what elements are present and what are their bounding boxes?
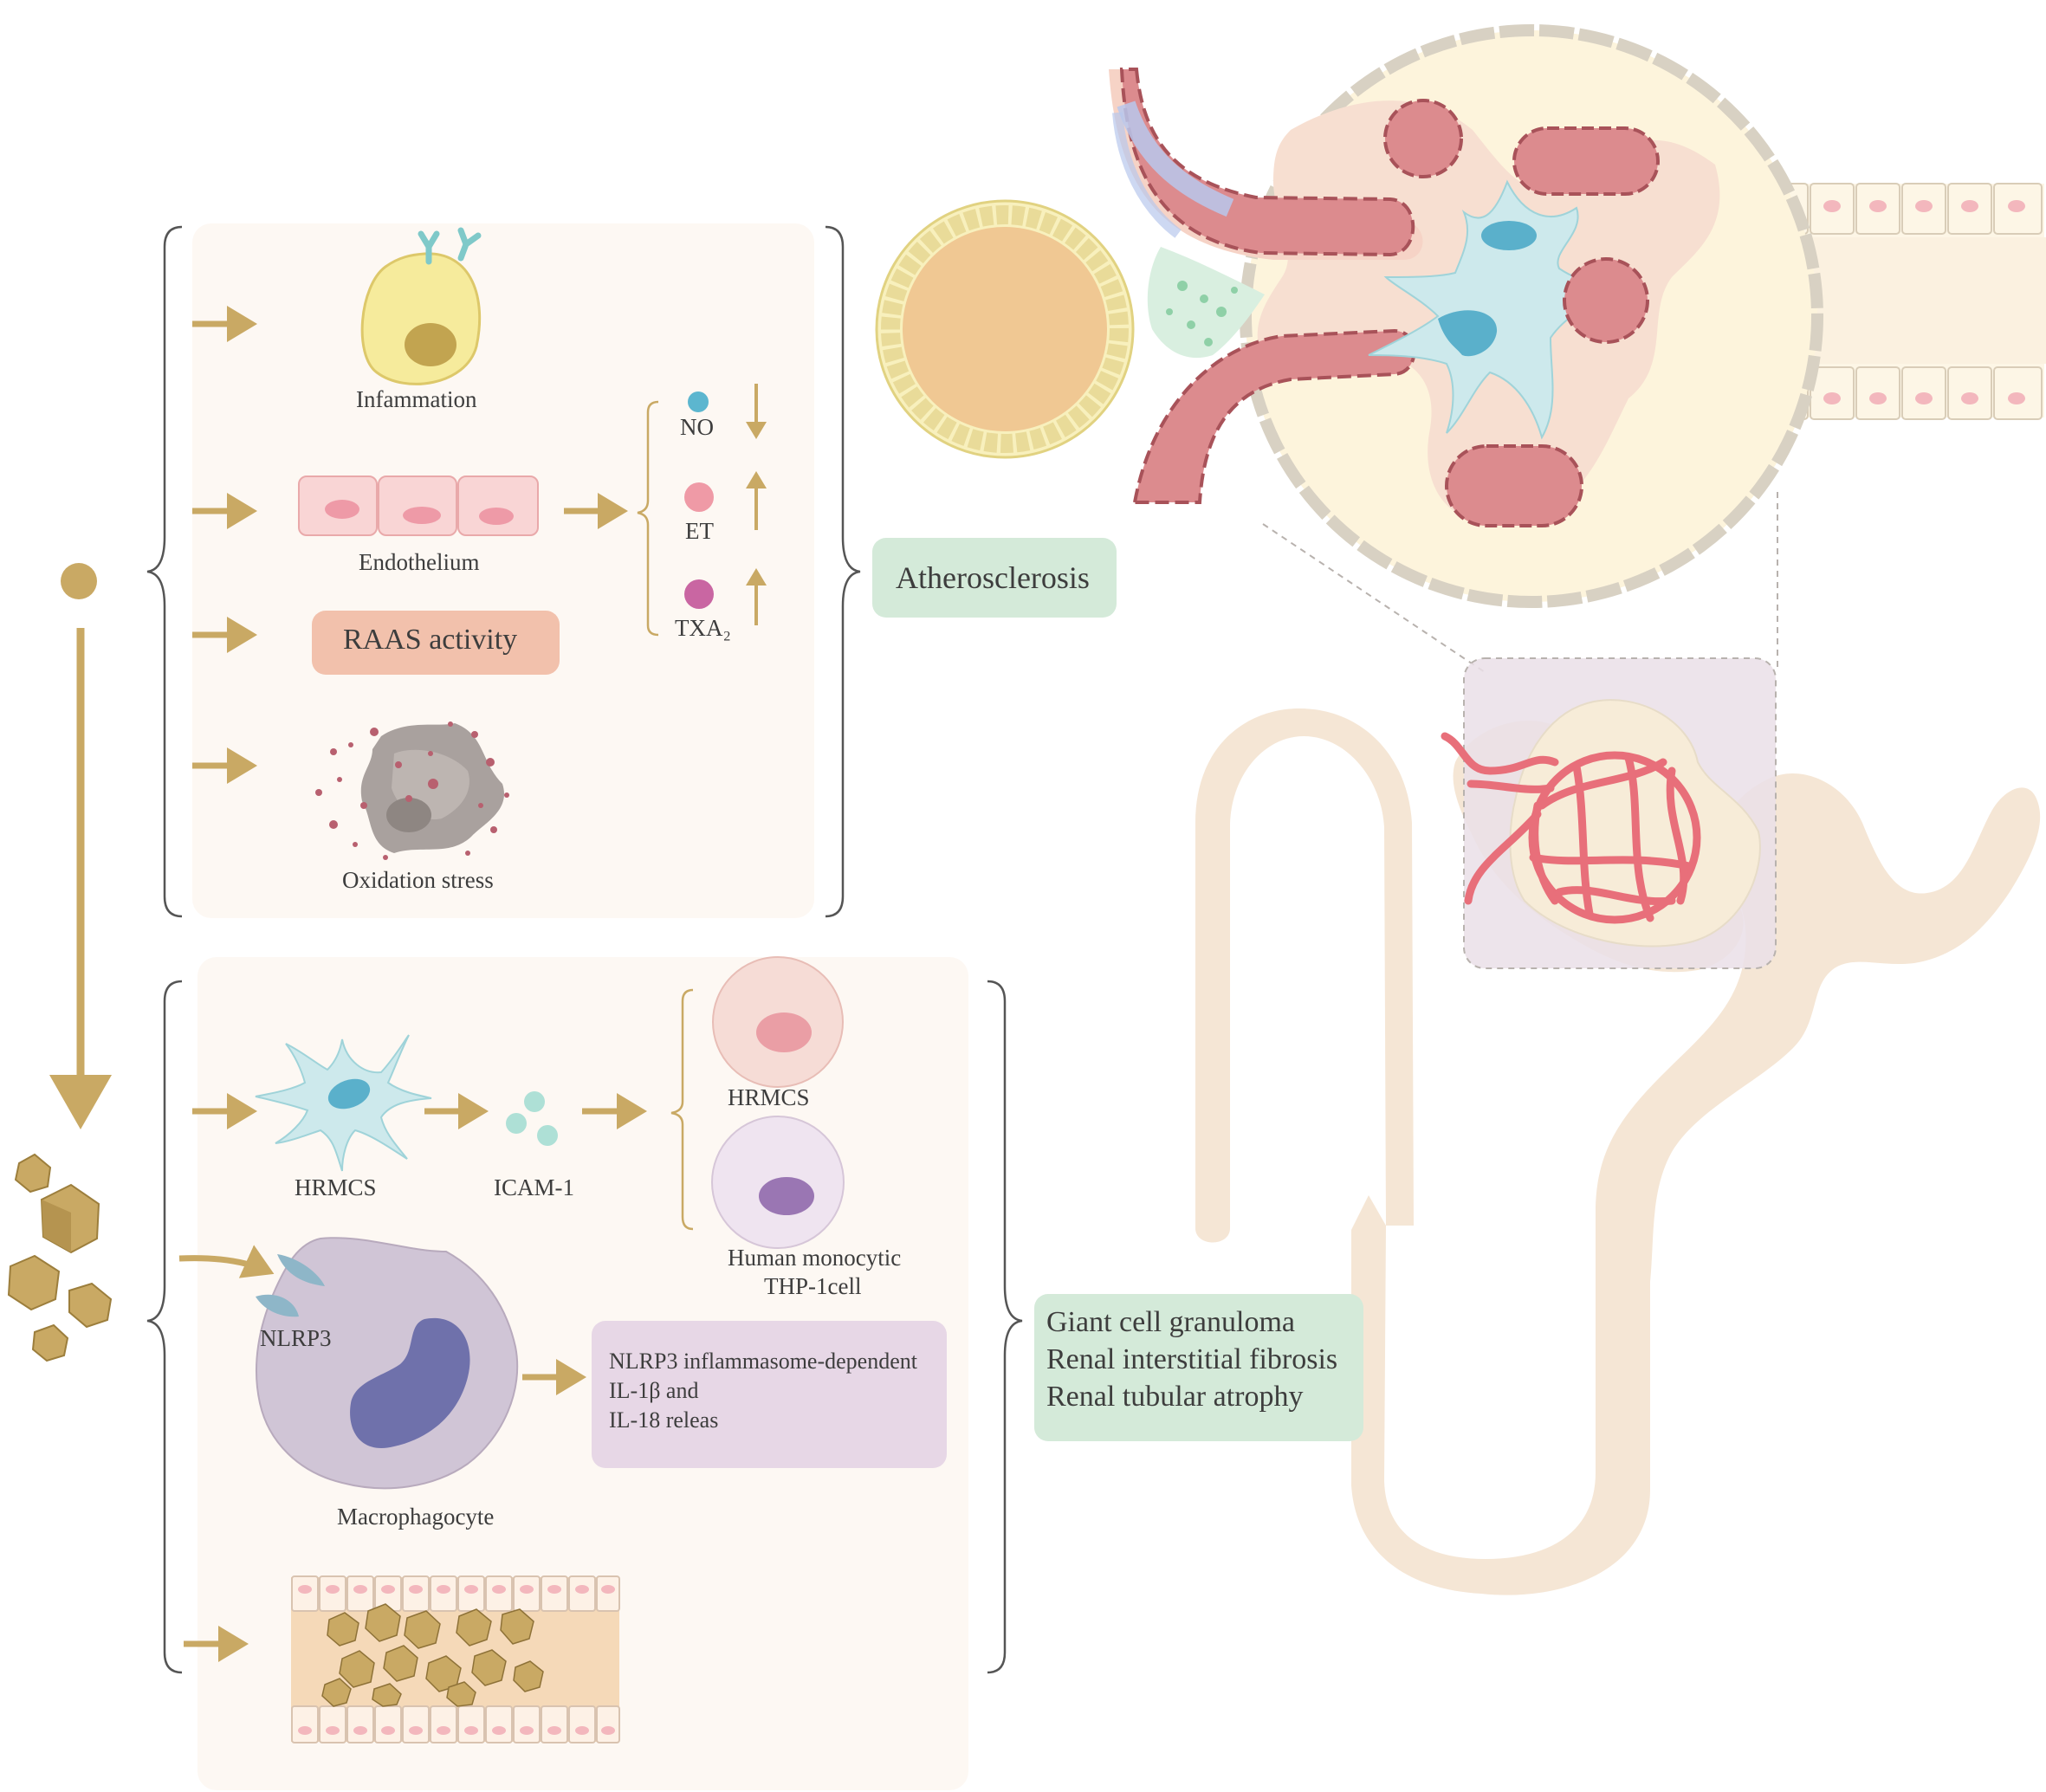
brace-right-bottom	[987, 980, 1023, 1674]
tubule-crystals	[291, 1575, 620, 1743]
endothelium-cells	[298, 475, 539, 536]
label-hrmcs-round: HRMCS	[728, 1084, 810, 1110]
label-macrophage: Macrophagocyte	[337, 1504, 495, 1530]
txa2-dot	[684, 579, 714, 609]
label-et: ET	[685, 518, 714, 544]
label-release-3: IL-18 releas	[609, 1407, 719, 1433]
brace-right-top	[825, 225, 861, 918]
brace-left-top	[146, 225, 183, 918]
label-no: NO	[680, 414, 714, 440]
raas-box	[312, 611, 560, 675]
label-atherosclerosis: Atherosclerosis	[896, 560, 1090, 595]
mechanism-panel-top	[192, 223, 814, 918]
label-release-2: IL-1β and	[609, 1378, 699, 1403]
monocytic-cell	[711, 1116, 845, 1249]
icam-dot-2	[506, 1113, 527, 1134]
particle-source	[61, 563, 97, 599]
release-box	[592, 1321, 947, 1468]
hrmcs-round-cell	[712, 956, 844, 1088]
brace-left-bottom	[146, 980, 183, 1674]
mediator-bracket	[637, 400, 659, 637]
label-icam: ICAM-1	[494, 1174, 574, 1200]
icam-dot-1	[524, 1091, 545, 1112]
glomerulus-detail	[875, 24, 2046, 673]
label-nlrp3: NLRP3	[260, 1325, 332, 1351]
mesangial-cell	[255, 1034, 432, 1172]
crystal-cluster	[7, 1153, 113, 1362]
label-hrmcs-mesangial: HRMCS	[295, 1174, 377, 1200]
inflammation-cell	[360, 227, 482, 385]
target-bracket	[670, 988, 694, 1231]
label-outcome-2: Renal interstitial fibrosis	[1046, 1343, 1338, 1375]
no-dot	[688, 391, 709, 412]
outcome-box-bottom	[1034, 1294, 1363, 1441]
label-outcome-3: Renal tubular atrophy	[1046, 1381, 1304, 1413]
label-release-1: NLRP3 inflammasome-dependent	[609, 1349, 917, 1374]
label-outcome-1: Giant cell granuloma	[1046, 1306, 1296, 1338]
label-monocytic-1: Human monocytic	[728, 1245, 902, 1271]
macrophage-cell	[256, 1237, 519, 1490]
label-endothelium: Endothelium	[359, 549, 480, 575]
outcome-box-top	[872, 538, 1117, 618]
et-dot	[684, 482, 714, 512]
icam-dot-3	[537, 1125, 558, 1146]
label-raas: RAAS activity	[343, 624, 518, 656]
label-monocytic-2: THP-1cell	[764, 1273, 862, 1299]
label-txa2: TXA₂	[675, 615, 731, 641]
oxidation-cell	[315, 721, 509, 860]
glomerular-tuft	[1441, 732, 1701, 924]
label-oxidation: Oxidation stress	[342, 867, 494, 893]
label-inflammation: Infammation	[356, 386, 477, 412]
